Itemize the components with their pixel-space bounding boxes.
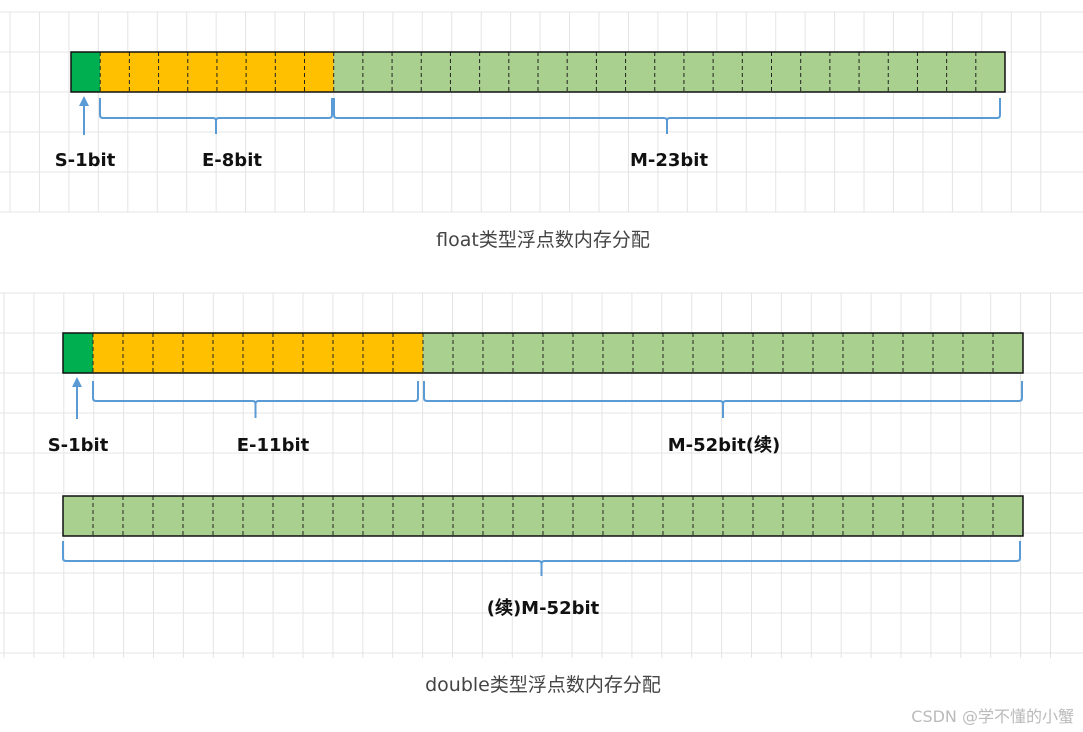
bit-bars [62,51,1024,537]
field-brackets [62,96,1023,576]
float-sign-label: S-1bit [55,150,116,171]
double-row1-sign-field [63,333,93,373]
double-row1-bar-outline [62,332,1024,374]
double-exponent-label: E-11bit [237,435,310,456]
float-exponent-bracket [99,98,333,134]
double-mantissa-label: M-52bit(续) [668,434,781,456]
double-continuation-bracket [62,541,1021,576]
float-sign-field [71,52,101,92]
float-bar-outline [70,51,1006,93]
double-row2-bar-outline [62,495,1024,537]
double-mantissa-bracket [423,381,1023,418]
float-mantissa-field [333,52,1005,92]
float-exponent-field [100,52,334,92]
float-exponent-label: E-8bit [202,150,262,171]
float-sign-arrow-head [79,96,89,106]
double-row1-mantissa-field [423,333,1023,373]
double-row2-mantissa-field [63,496,1023,536]
double-sign-arrow-head [72,377,82,387]
double-sign-label: S-1bit [48,435,109,456]
float-caption: float类型浮点数内存分配 [436,229,650,251]
double-caption: double类型浮点数内存分配 [425,674,661,696]
double-row1-exponent-field [93,333,423,373]
double-continuation-label: (续)M-52bit [487,597,600,619]
watermark: CSDN @学不懂的小蟹 [911,707,1074,726]
float-mantissa-bracket [333,98,1001,134]
double-exponent-bracket [92,381,419,418]
float-mantissa-label: M-23bit [630,150,708,171]
